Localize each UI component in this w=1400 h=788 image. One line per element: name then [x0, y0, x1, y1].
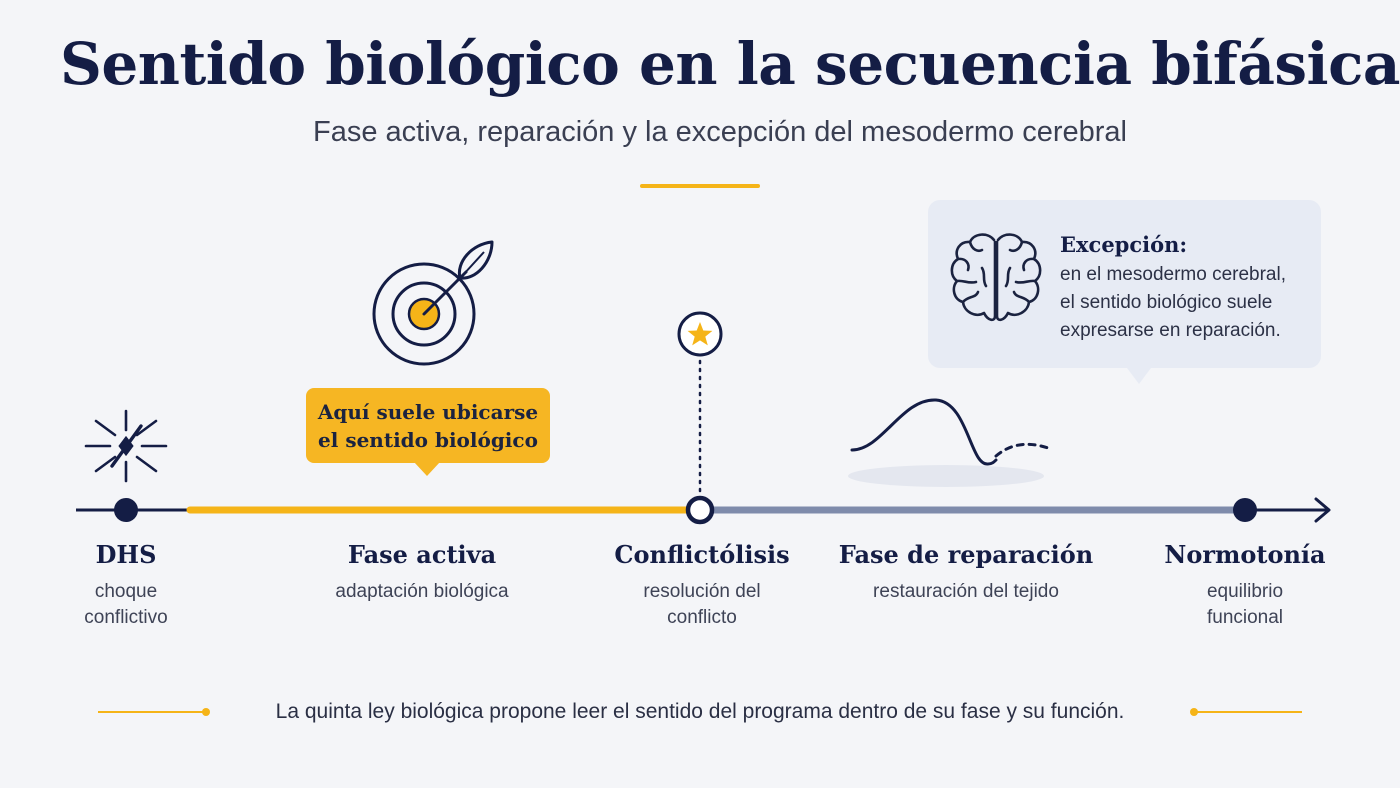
stage-desc: equilibrio funcional	[1150, 579, 1340, 631]
stage-name: Normotonía	[1164, 540, 1326, 569]
exception-line-2: el sentido biológico suele	[1060, 292, 1273, 313]
stage-desc: restauración del tejido	[826, 579, 1106, 605]
stage-desc-line: adaptación biológica	[335, 581, 509, 602]
burst-icon	[84, 409, 168, 483]
stage-desc: adaptación biológica	[282, 579, 562, 605]
page-subtitle: Fase activa, reparación y la excepción d…	[312, 116, 1127, 148]
star-icon	[677, 311, 723, 357]
wave-curve-icon	[848, 398, 1050, 487]
stage-desc-line: equilibrio	[1206, 581, 1284, 602]
stage-desc-line: resolución del	[643, 581, 761, 602]
stage-desc-line: funcional	[1206, 607, 1284, 628]
stage-desc-line: choque	[94, 581, 158, 602]
stage-normotonia: Normotonía equilibrio funcional	[1150, 540, 1340, 631]
stage-desc-line: conflictivo	[84, 607, 168, 628]
exception-panel	[928, 200, 1321, 368]
callout-line-2: el sentido biológico	[318, 427, 538, 452]
conflictolysis-marker	[685, 495, 715, 525]
footer-rule-left	[98, 711, 206, 713]
footer-rule-right	[1194, 711, 1302, 713]
stage-name: Fase de reparación	[838, 540, 1094, 569]
target-arrow-icon	[372, 240, 494, 366]
exception-panel-pointer	[1127, 368, 1151, 384]
exception-heading: Excepción:	[1060, 232, 1188, 257]
footer-dot-left	[202, 708, 210, 716]
stage-repair-phase: Fase de reparación restauración del teji…	[826, 540, 1106, 605]
exception-line-1: en el mesodermo cerebral,	[1060, 264, 1286, 285]
normotonia-marker	[1233, 498, 1257, 522]
callout-pointer	[414, 462, 440, 476]
biological-sense-callout: Aquí suele ubicarse el sentido biológico	[306, 388, 550, 463]
stage-desc-line: restauración del tejido	[873, 581, 1059, 602]
exception-line-3: expresarse en reparación.	[1060, 320, 1281, 341]
stage-desc: resolución del conflicto	[592, 579, 812, 631]
stage-name: DHS	[95, 540, 157, 569]
stage-name: Conflictólisis	[614, 540, 790, 569]
page-title: Sentido biológico en la secuencia bifási…	[60, 30, 1400, 98]
brain-icon	[950, 233, 1042, 322]
stage-desc-line: conflicto	[667, 607, 737, 628]
stage-dhs: DHS choque conflictivo	[46, 540, 206, 631]
stage-conflictolysis: Conflictólisis resolución del conflicto	[592, 540, 812, 631]
stage-name: Fase activa	[347, 540, 497, 569]
stage-desc: choque conflictivo	[46, 579, 206, 631]
stage-active-phase: Fase activa adaptación biológica	[282, 540, 562, 605]
footer-note: La quinta ley biológica propone leer el …	[275, 700, 1125, 723]
dhs-marker	[114, 498, 138, 522]
title-divider	[640, 184, 760, 188]
callout-line-1: Aquí suele ubicarse	[317, 399, 539, 424]
